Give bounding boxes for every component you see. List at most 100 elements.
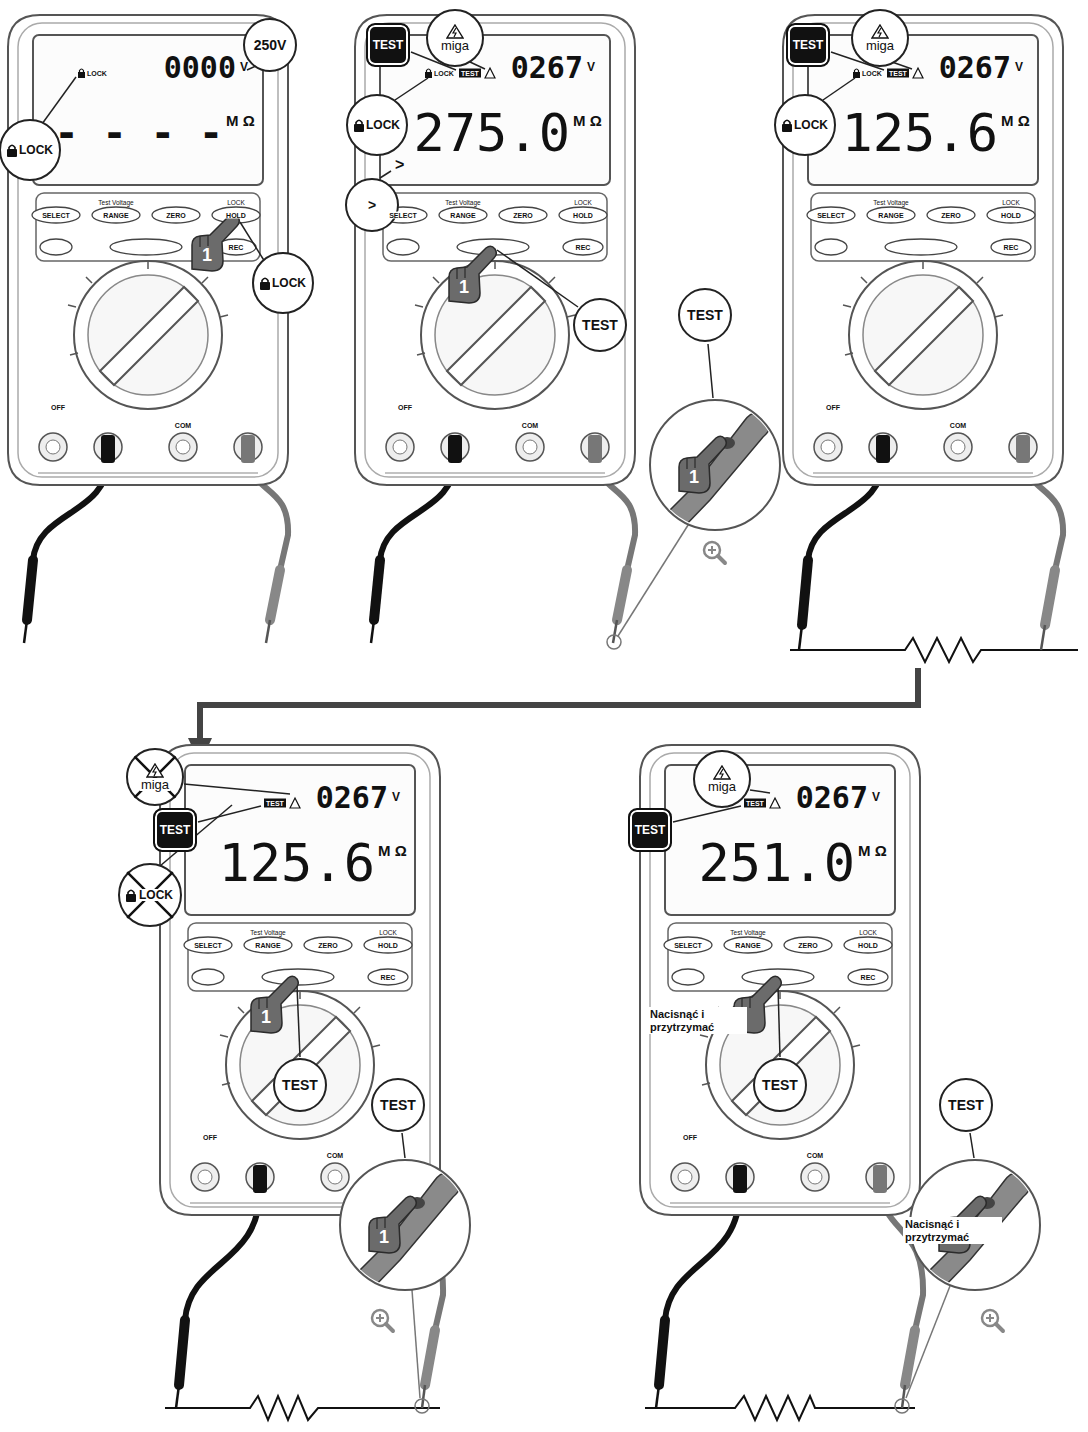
callout-bubble: TEST	[573, 298, 627, 352]
callout-text: LOCK	[19, 144, 53, 157]
resistor-symbol	[790, 638, 1078, 662]
callout-text: TEST	[373, 39, 404, 52]
callout-content: miga	[866, 24, 894, 53]
callout-text: TEST	[793, 39, 824, 52]
unit-label: V	[240, 60, 248, 74]
test-indicator-callout: TEST	[366, 23, 410, 67]
button-label: SELECT	[673, 942, 703, 949]
display-reading: 275.0	[413, 103, 570, 163]
multimeter	[160, 745, 443, 1408]
callout-content: LOCK	[126, 889, 174, 902]
callout-content: TEST	[582, 318, 618, 333]
panel-label: Test Voltage	[250, 929, 285, 936]
callout-bubble: >	[345, 178, 399, 232]
callout-content: TEST	[762, 1078, 798, 1093]
callout-bubble: TEST	[678, 288, 732, 342]
button-label: REC	[1003, 244, 1020, 251]
button-label: ZERO	[797, 942, 818, 949]
warning-icon	[713, 765, 731, 780]
step-number: 1	[379, 1227, 389, 1248]
button-label: RANGE	[254, 942, 281, 949]
unit-label: M Ω	[226, 112, 255, 129]
panel-label: LOCK	[1002, 199, 1020, 206]
warning-icon	[290, 798, 300, 808]
unit-label: V	[392, 790, 400, 804]
zoom-target	[607, 635, 621, 649]
button-label: ZERO	[512, 212, 533, 219]
blink-callout: miga	[426, 9, 484, 67]
resistor-symbol	[645, 1396, 915, 1420]
callout-text: TEST	[380, 1098, 416, 1113]
button-label: REC	[860, 974, 877, 981]
display-reading: 125.6	[218, 833, 375, 893]
button-label: ZERO	[317, 942, 338, 949]
lock-icon	[354, 119, 364, 132]
test-indicator-callout: TEST	[153, 808, 197, 852]
callout-content: TEST	[687, 308, 723, 323]
callout-text: >	[368, 198, 376, 213]
lock-icon	[260, 277, 270, 290]
callout-text: miga	[866, 39, 894, 53]
blink-off-callout: miga	[126, 748, 184, 806]
zoom-leader	[618, 522, 690, 636]
panel-label: COM	[327, 1152, 343, 1159]
blink-callout: miga	[851, 9, 909, 67]
pressing-hand	[251, 976, 298, 1033]
lock-icon	[853, 69, 860, 78]
step-number: 1	[689, 467, 699, 488]
display-reading: 0267	[511, 50, 583, 85]
callout-content: TEST	[635, 824, 666, 837]
callout-text: TEST	[160, 824, 191, 837]
callout-content: miga	[708, 765, 736, 794]
button-label: RANGE	[877, 212, 904, 219]
test-indicator-callout: TEST	[786, 23, 830, 67]
callout-text: LOCK	[138, 889, 174, 902]
zoom-target	[415, 1399, 429, 1413]
lock-callout: LOCK	[774, 94, 836, 156]
button-label: REC	[575, 244, 592, 251]
callout-content: miga	[441, 24, 469, 53]
button-label: SELECT	[388, 212, 418, 219]
step-number: 1	[459, 277, 469, 298]
button-label: HOLD	[377, 942, 399, 949]
panel-label: OFF	[683, 1134, 697, 1141]
callout-text: TEST	[948, 1098, 984, 1113]
instruction-note: Nacisnąć i przytrzymać	[903, 1217, 1002, 1244]
button-label: REC	[380, 974, 397, 981]
lock-off-callout: LOCK	[118, 863, 182, 927]
pressing-hand	[449, 246, 496, 303]
panel-label: OFF	[398, 404, 412, 411]
lock-icon	[78, 69, 85, 78]
callout-text: TEST	[635, 824, 666, 837]
display-indicator: LOCK	[434, 70, 454, 77]
button-label: REC	[228, 244, 245, 251]
unit-label: V	[872, 790, 880, 804]
panel-label: COM	[807, 1152, 823, 1159]
display-reading: 0267	[939, 50, 1011, 85]
callout-text: miga	[140, 778, 170, 792]
button-label: SELECT	[41, 212, 71, 219]
button-label: ZERO	[165, 212, 186, 219]
warning-icon	[146, 763, 164, 778]
test-indicator-callout: TEST	[628, 808, 672, 852]
button-label: SELECT	[193, 942, 223, 949]
callout-content: miga	[140, 763, 170, 792]
lock-callout: LOCK	[252, 252, 314, 314]
warning-icon	[446, 24, 464, 39]
warning-icon	[913, 68, 923, 78]
button-label: RANGE	[734, 942, 761, 949]
callout-text: TEST	[762, 1078, 798, 1093]
leader-lines	[42, 52, 974, 1158]
display-indicator: TEST	[744, 799, 766, 808]
step-number: 1	[261, 1007, 271, 1028]
lock-callout: LOCK	[346, 94, 408, 156]
callout-bubble: TEST	[371, 1078, 425, 1132]
callout-content: LOCK	[354, 119, 400, 132]
sequence-arrow	[200, 668, 918, 740]
unit-label: V	[1015, 60, 1023, 74]
display-reading: 125.6	[841, 103, 998, 163]
zoom-leader	[412, 1290, 420, 1398]
callout-content: TEST	[373, 39, 404, 52]
panel-label: COM	[175, 422, 191, 429]
panel-label: LOCK	[574, 199, 592, 206]
